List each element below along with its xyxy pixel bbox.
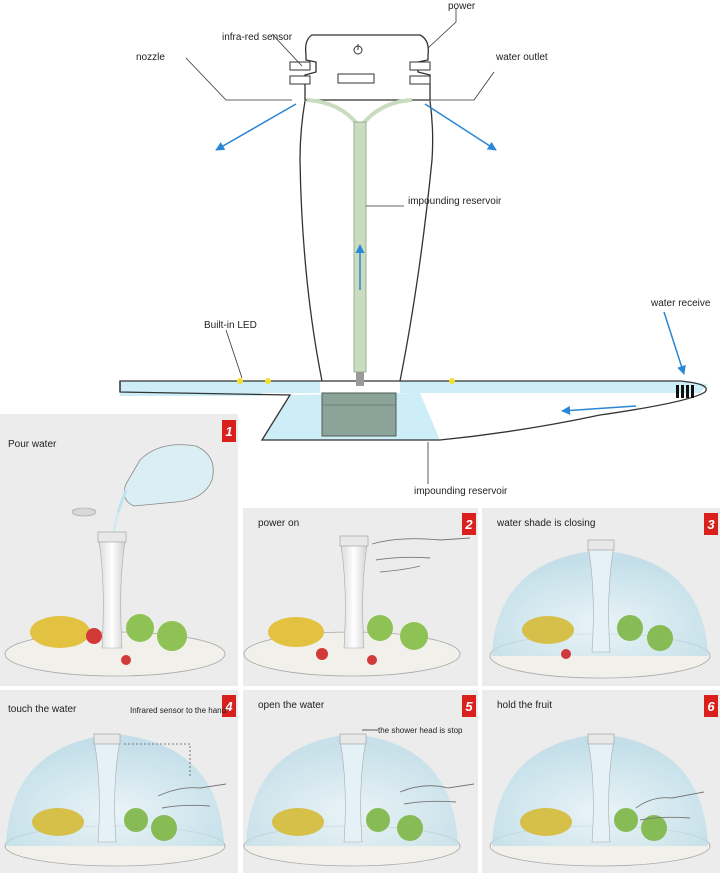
step-number: 2 xyxy=(464,517,473,532)
step-panel-4: 4 touch the water Infrared sensor to the… xyxy=(0,690,238,873)
hand-sketch xyxy=(399,783,475,805)
cross-section: power infra-red sensor nozzle water outl… xyxy=(119,1,711,497)
hand-sketch xyxy=(157,783,227,809)
drain-slots xyxy=(676,385,694,398)
hand-sketch xyxy=(635,791,705,821)
label-reservoir-top: impounding reservoir xyxy=(408,196,502,207)
spray-arrow-left xyxy=(215,103,297,151)
step-title: water shade is closing xyxy=(496,518,595,529)
step-panel-1: 1 Pour water xyxy=(0,414,238,686)
spray-arrow-right xyxy=(424,103,497,151)
jug xyxy=(123,444,214,507)
led-3 xyxy=(449,378,455,384)
plate-outline xyxy=(119,380,707,441)
pipe-left xyxy=(306,98,360,127)
label-infrared-sensor: infra-red sensor xyxy=(222,32,293,43)
label-built-in-led: Built-in LED xyxy=(204,320,257,331)
return-arrow xyxy=(561,405,637,415)
receive-arrow xyxy=(663,311,686,375)
step-panel-6: 6 hold the fruit xyxy=(482,690,720,873)
label-reservoir-bottom: impounding reservoir xyxy=(414,486,508,497)
tower xyxy=(587,739,615,843)
sensor-dotted-line xyxy=(124,743,191,778)
pipe-right xyxy=(360,98,413,127)
step-number: 3 xyxy=(707,517,715,532)
step-title: hold the fruit xyxy=(497,700,552,711)
step-number: 1 xyxy=(225,424,232,439)
led-1 xyxy=(237,378,243,384)
step-number: 4 xyxy=(224,699,233,714)
step-badge xyxy=(222,420,236,442)
step-note: the shower head is stop xyxy=(378,726,463,735)
tower xyxy=(339,539,369,649)
step-badge xyxy=(704,513,718,535)
step-number: 6 xyxy=(707,699,715,714)
step-badge xyxy=(222,695,236,717)
step-number: 5 xyxy=(465,699,473,714)
step-note: Infrared sensor to the hand xyxy=(130,706,226,715)
step-panel-2: 2 power on xyxy=(243,508,478,686)
leader-lines xyxy=(185,8,495,484)
power-icon xyxy=(353,44,363,55)
led-2 xyxy=(265,378,271,384)
tower xyxy=(93,739,121,843)
pump-box xyxy=(321,392,397,437)
step-badge xyxy=(462,695,476,717)
step-panel-3: 3 water shade is closing xyxy=(482,508,720,686)
step-badge xyxy=(704,695,718,717)
hand-sketch xyxy=(371,537,471,573)
label-water-receive: water receive xyxy=(650,298,711,309)
step-title: open the water xyxy=(258,700,325,711)
tower-body xyxy=(299,100,434,382)
label-power: power xyxy=(448,1,476,12)
base-water-right xyxy=(400,381,708,393)
label-nozzle: nozzle xyxy=(136,52,165,63)
step-panel-5: 5 open the water the shower head is stop xyxy=(243,690,478,873)
step-title: touch the water xyxy=(8,704,77,715)
step-title: power on xyxy=(258,518,299,529)
step-title: Pour water xyxy=(8,439,57,450)
tower xyxy=(339,739,367,843)
tower xyxy=(587,545,615,653)
tower xyxy=(97,535,127,649)
step-badge xyxy=(462,513,476,535)
label-water-outlet: water outlet xyxy=(495,52,548,63)
